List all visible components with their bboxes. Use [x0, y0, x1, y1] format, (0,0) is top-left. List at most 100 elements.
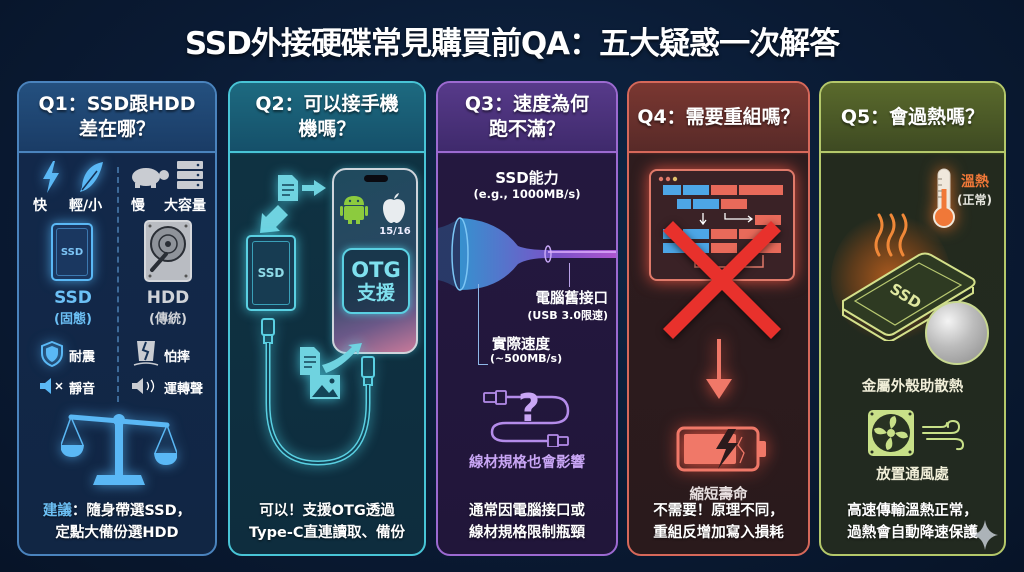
temp-label: 溫熱: [961, 174, 989, 190]
trait-light: 輕/小: [69, 198, 103, 214]
phone-icon: 15/16 OTG 支援: [332, 168, 418, 354]
actual-speed-value: (~500MB/s): [490, 352, 563, 365]
android-icon: [340, 196, 368, 224]
feature-noise: 運轉聲: [164, 382, 204, 397]
svg-text:?: ?: [518, 386, 540, 430]
speaker-sound-icon: [132, 378, 155, 394]
leader-line: [569, 263, 570, 287]
heading-line: 差在哪？: [78, 118, 155, 140]
otg-sub: 支援: [356, 281, 395, 304]
feature-shockproof: 耐震: [69, 350, 96, 365]
heading-line: Q1：SSD跟HDD: [38, 93, 196, 115]
heat-waves-icon: [874, 213, 908, 257]
broken-drive-icon: [133, 341, 159, 366]
port-value: (USB 3.0限速): [527, 309, 608, 322]
card-q3-footer: 通常因電腦接口或 線材規格限制瓶頸: [438, 500, 616, 544]
card-q2-heading: Q2：可以接手機 機嗎？: [230, 83, 424, 153]
heading-line: Q2：可以接手機: [255, 93, 399, 115]
card-q4-heading: Q4：需要重組嗎？: [629, 83, 808, 153]
ssd-name: SSD: [54, 288, 92, 308]
server-stack-icon: [177, 161, 203, 189]
sparkle-icon: [972, 520, 998, 550]
leader-line: [478, 364, 488, 365]
footer-line: 高速傳輸溫熱正常，: [847, 503, 978, 519]
dashed-divider: [117, 167, 119, 402]
footer-line: 過熱會自動降速保護: [847, 525, 978, 541]
ssd-capacity-label: SSD能力: [495, 169, 559, 187]
arrow-down-icon: [706, 339, 732, 399]
file-transfer-icon: [260, 175, 326, 233]
card-q5: Q5：會過熱嗎？ 溫熱 (正常) SSD 金屬外殼助散熱 放置通風處 高速傳輸溫…: [819, 81, 1006, 556]
ssd-slab-icon: SSD: [842, 252, 976, 341]
trait-fast: 快: [33, 198, 47, 214]
feather-icon: [80, 162, 103, 192]
footer-highlight: 建議: [42, 503, 72, 519]
ssd-device-label: SSD: [257, 266, 285, 280]
bottleneck-funnel-icon: [438, 217, 616, 291]
footer-line: 線材規格限制瓶頸: [469, 525, 585, 541]
heading-line: Q3：速度為何: [464, 93, 590, 115]
turtle-icon: [132, 168, 169, 188]
port-label: 電腦舊接口: [535, 291, 609, 307]
mute-speaker-icon: [40, 378, 63, 394]
card-q1-heading: Q1：SSD跟HDD 差在哪？: [19, 83, 215, 153]
otg-badge: OTG 支援: [342, 248, 410, 314]
trait-capacity: 大容量: [164, 198, 206, 214]
shield-icon: [41, 341, 63, 367]
card-q4: Q4：需要重組嗎？ 縮短壽命 不需要！原理不同， 重組反增加寫入損耗: [627, 81, 810, 556]
card-q3-heading: Q3：速度為何 跑不滿？: [438, 83, 616, 153]
fan-icon: [868, 410, 914, 456]
footer-line: 可以！支援OTG透過: [259, 503, 395, 519]
footer-line: 定點大備份選HDD: [55, 525, 179, 541]
ssd-device-label: SSD: [60, 246, 84, 258]
footer-line: ：隨身帶選SSD，: [71, 503, 192, 519]
damaged-battery-icon: [676, 426, 766, 472]
footer-line: 通常因電腦接口或: [469, 503, 585, 519]
card-q1-footer: 建議：隨身帶選SSD， 定點大備份選HDD: [19, 500, 215, 544]
metal-shell-icon: [925, 301, 989, 365]
red-x-icon: [663, 221, 781, 339]
wind-icon: [922, 419, 965, 451]
footer-line: Type-C直連讀取、備份: [249, 525, 405, 541]
card-q2: Q2：可以接手機 機嗎？ SSD 15/16 OTG 支援 可以！支援OTG透過…: [228, 81, 426, 556]
ssd-sub: (固態): [54, 312, 92, 327]
fan-label: 放置通風處: [876, 467, 949, 483]
ssd-capacity-value: (e.g., 1000MB/s): [473, 187, 581, 201]
card-q4-footer: 不需要！原理不同， 重組反增加寫入損耗: [629, 500, 808, 544]
metal-label: 金屬外殼助散熱: [861, 379, 964, 395]
cable-question-icon: ?: [483, 386, 570, 447]
result-label: 縮短壽命: [689, 487, 748, 503]
card-q3: Q3：速度為何 跑不滿？ SSD能力 (e.g., 1000MB/s) 電腦舊接…: [436, 81, 618, 556]
card-q5-footer: 高速傳輸溫熱正常， 過熱會自動降速保護: [821, 500, 1004, 544]
hdd-device-icon: [144, 220, 192, 282]
heading-line: 機嗎？: [298, 118, 356, 140]
footer-line: 重組反增加寫入損耗: [653, 525, 784, 541]
heading-line: 跑不滿？: [488, 118, 565, 140]
actual-speed-label: 實際速度: [492, 337, 550, 353]
cable-note: 線材規格也會影響: [469, 455, 585, 471]
hdd-name: HDD: [146, 288, 190, 308]
hdd-sub: (傳統): [149, 312, 187, 327]
heading-line: Q5：會過熱嗎？: [840, 105, 985, 128]
type-c-cable-icon: [261, 318, 375, 466]
thermometer-icon: [933, 168, 955, 228]
card-q2-footer: 可以！支援OTG透過 Type-C直連讀取、備份: [230, 500, 424, 544]
media-transfer-icon: [300, 343, 362, 399]
lightning-icon: [43, 161, 59, 193]
leader-line: [478, 284, 479, 364]
ssd-device-icon: SSD: [246, 235, 296, 311]
ssd-device-icon: SSD: [51, 223, 93, 281]
feature-silent: 靜音: [69, 382, 96, 397]
card-q1: Q1：SSD跟HDD 差在哪？ 快 輕/小 慢 大容量 SSD SSD (固態)…: [17, 81, 217, 556]
page-title: SSD外接硬碟常見購買前QA：五大疑惑一次解答: [184, 26, 840, 62]
apple-icon: [383, 193, 405, 223]
card-q5-heading: Q5：會過熱嗎？: [821, 83, 1004, 153]
heading-line: Q4：需要重組嗎？: [637, 105, 800, 128]
ios-version: 15/16: [379, 226, 411, 237]
balance-scale-icon: [61, 414, 177, 485]
feature-fragile: 怕摔: [164, 350, 191, 365]
footer-line: 不需要！原理不同，: [653, 503, 784, 519]
trait-slow: 慢: [131, 198, 145, 214]
otg-text: OTG: [351, 257, 401, 282]
temp-sub: (正常): [957, 193, 992, 207]
